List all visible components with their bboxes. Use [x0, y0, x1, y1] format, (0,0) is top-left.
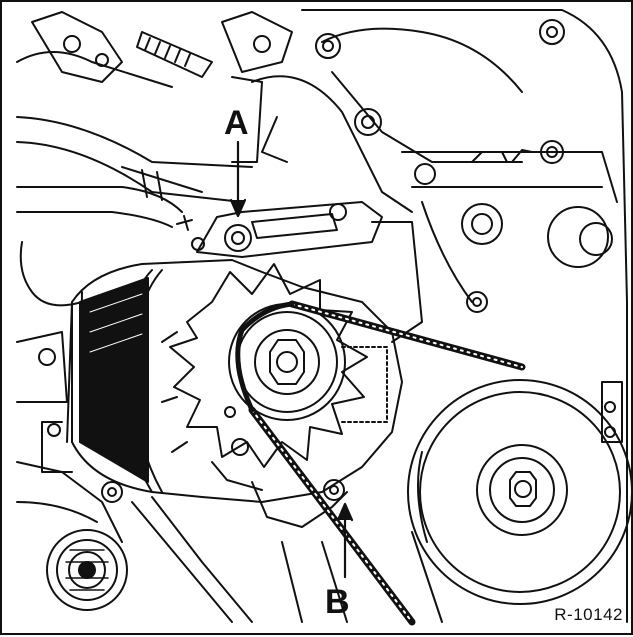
starter-area — [16, 331, 443, 623]
callout-label-b: B — [325, 583, 350, 621]
callout-arrows — [229, 140, 354, 579]
alternator-bracket — [176, 201, 383, 258]
lower-pulley — [407, 379, 633, 605]
alternator — [41, 259, 403, 528]
engine-block — [251, 9, 628, 623]
callout-label-a: A — [224, 104, 249, 142]
figure-reference: R-10142 — [554, 605, 623, 624]
drive-belt — [235, 300, 526, 626]
hoses — [16, 11, 293, 307]
